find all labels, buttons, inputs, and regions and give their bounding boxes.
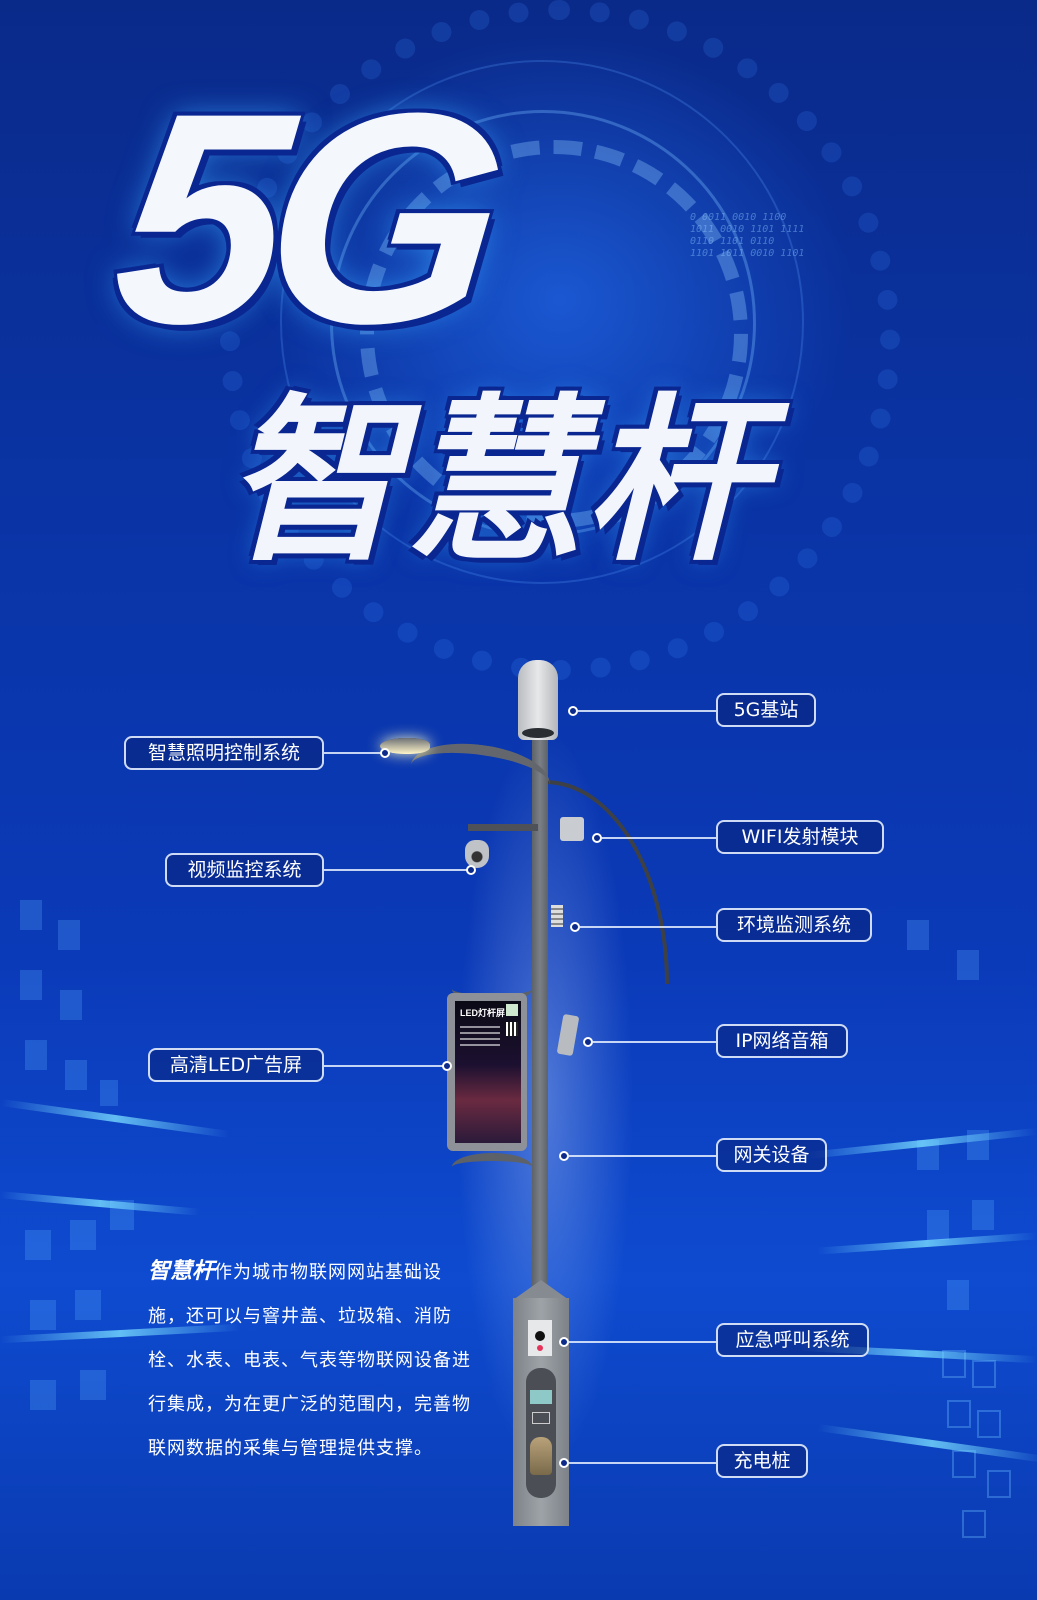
leader-line [567,1341,716,1343]
headline-5g: 5G [102,50,502,386]
callout-gateway-device: 网关设备 [716,1138,827,1172]
left-tech-grid-decoration [0,880,250,1600]
charger-nfc-reader-icon [532,1412,550,1424]
leader-line [578,926,716,928]
description-text: 作为城市物联网网站基础设施，还可以与窨井盖、垃圾箱、消防栓、水表、电表、气表等物… [148,1262,471,1459]
anchor-dot [380,748,390,758]
emergency-call-button-icon [535,1331,545,1341]
environment-sensor-icon [551,905,563,927]
callout-emergency-call: 应急呼叫系统 [716,1323,869,1357]
charging-station [526,1368,556,1498]
callout-wifi-module: WIFI发射模块 [716,820,884,854]
qr-code-icon [506,1022,518,1036]
callout-charging-pile: 充电桩 [716,1444,808,1478]
callout-smart-lighting: 智慧照明控制系统 [124,736,324,770]
screen-logo-icon [506,1004,518,1016]
binary-code-decoration: 0 0011 0010 1100 1011 0010 1101 1111 011… [690,212,805,259]
charger-display [530,1390,552,1404]
wifi-module-icon [560,817,584,841]
dome-camera-icon [465,840,489,868]
street-lamp-icon [380,738,430,754]
leader-line [324,752,382,754]
leader-line [567,1462,716,1464]
screen-bracket-bottom [452,1153,532,1181]
pole-base-taper [513,1280,569,1300]
camera-arm [468,824,538,831]
led-screen-title: LED灯杆屏 [460,1008,506,1018]
leader-line [324,1065,444,1067]
pole-shaft [532,730,548,1290]
emergency-led-icon [537,1345,543,1351]
anchor-dot [466,865,476,875]
leader-line [600,837,716,839]
callout-video-surveillance: 视频监控系统 [165,853,324,887]
led-screen-text-lines [460,1022,500,1050]
charger-plug-icon [530,1437,552,1475]
anchor-dot [442,1061,452,1071]
headline-smart-pole: 智慧杆 [225,378,765,585]
callout-5g-base-station: 5G基站 [716,693,816,727]
leader-line [591,1041,716,1043]
leader-line [324,869,468,871]
callout-environment-monitoring: 环境监测系统 [716,908,872,942]
5g-base-station-module [518,660,558,740]
leader-line [576,710,716,712]
callout-ip-speaker: IP网络音箱 [716,1024,848,1058]
pole-cable [545,780,669,984]
leader-line [567,1155,716,1157]
base-station-ring [522,728,554,738]
right-tech-grid-decoration [787,880,1037,1600]
description-brand: 智慧杆 [148,1259,215,1284]
callout-led-ad-screen: 高清LED广告屏 [148,1048,324,1082]
description-paragraph: 智慧杆作为城市物联网网站基础设施，还可以与窨井盖、垃圾箱、消防栓、水表、电表、气… [148,1250,478,1471]
